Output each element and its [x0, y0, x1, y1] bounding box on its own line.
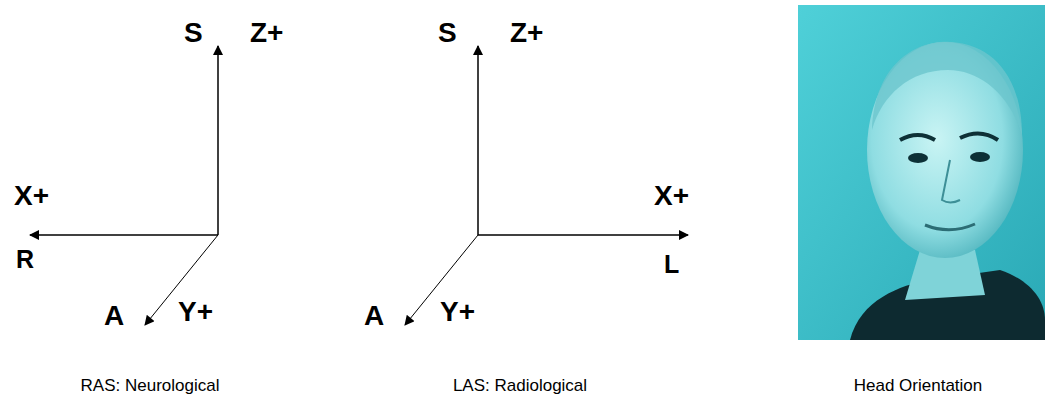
- axis-label: S: [438, 19, 457, 47]
- axis-label: Z+: [250, 19, 283, 47]
- head-photo: [798, 5, 1045, 340]
- axis-label: X+: [14, 182, 49, 210]
- ras-axes: [30, 46, 218, 325]
- axis-label: X+: [654, 182, 689, 210]
- caption: RAS: Neurological: [81, 377, 220, 394]
- caption: LAS: Radiological: [453, 377, 587, 394]
- las-axes: [405, 46, 688, 325]
- axis-label: R: [16, 247, 34, 272]
- axis-label: Y+: [178, 298, 213, 326]
- axis-label: A: [104, 302, 124, 330]
- axis-label: Y+: [440, 298, 475, 326]
- caption: Head Orientation: [854, 377, 983, 394]
- axis-label: S: [184, 19, 203, 47]
- axis-label: A: [364, 302, 384, 330]
- axis-label: Z+: [510, 19, 543, 47]
- axis-label: L: [664, 252, 679, 277]
